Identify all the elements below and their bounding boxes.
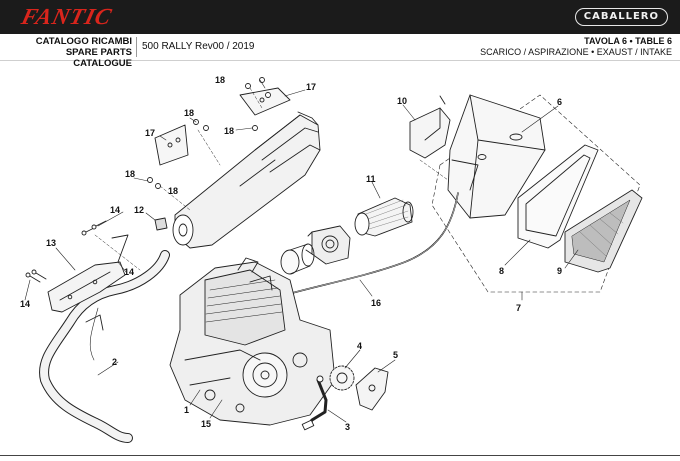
callout-14-top: 14 (110, 205, 120, 215)
header-divider (136, 37, 137, 57)
model-name: 500 RALLY Rev00 / 2019 (142, 41, 255, 52)
intake-rubber (280, 243, 315, 275)
airbox-cover-part-10 (409, 95, 451, 159)
callout-13: 13 (46, 238, 56, 248)
air-filter-element-part-9 (564, 189, 643, 273)
callout-16: 16 (371, 298, 381, 308)
bottom-rule (0, 455, 680, 456)
sprocket-cover-part-5 (355, 367, 389, 411)
intake-boot-part-11 (354, 197, 414, 237)
caballero-badge: CABALLERO (574, 8, 668, 26)
heat-shield-part-13 (47, 234, 129, 313)
throttle-body (305, 225, 351, 265)
callout-18-mid: 18 (184, 108, 194, 118)
airbox-part-6 (447, 94, 546, 219)
screws-part-14 (25, 220, 107, 283)
top-bar: FANTIC CABALLERO (0, 0, 680, 34)
bolts-part-18 (147, 77, 271, 189)
callout-10: 10 (397, 96, 407, 106)
callout-14-mid: 14 (124, 267, 134, 277)
callout-17-top: 17 (306, 82, 316, 92)
callout-5: 5 (393, 350, 398, 360)
callout-15: 15 (201, 419, 211, 429)
callout-4: 4 (357, 341, 362, 351)
sprocket-part-4 (329, 365, 355, 391)
callout-18-center: 18 (224, 126, 234, 136)
airbox-group-outline (431, 94, 641, 293)
callout-18-left-b: 18 (168, 186, 178, 196)
catalog-title: CATALOGO RICAMBI SPARE PARTS CATALOGUE (6, 36, 132, 69)
callout-11: 11 (366, 174, 376, 184)
silencer-bracket-left (154, 124, 189, 166)
header-pipe-part-2 (39, 250, 170, 443)
callout-2: 2 (112, 357, 117, 367)
table-title: TAVOLA 6 • TABLE 6 (584, 36, 672, 46)
callout-6: 6 (557, 97, 562, 107)
callout-7: 7 (516, 303, 521, 313)
silencer-bracket-top (239, 87, 291, 116)
catalog-title-en: SPARE PARTS CATALOGUE (65, 47, 132, 69)
air-filter-frame-part-8 (517, 144, 599, 249)
callout-17-left: 17 (145, 128, 155, 138)
table-subtitle: SCARICO / ASPIRAZIONE • EXAUST / INTAKE (480, 47, 672, 57)
catalog-title-it: CATALOGO RICAMBI (35, 36, 132, 47)
catalog-header: CATALOGO RICAMBI SPARE PARTS CATALOGUE 5… (0, 34, 680, 69)
callout-18-top: 18 (215, 75, 225, 85)
fantic-logo: FANTIC (19, 4, 115, 29)
callout-18-left-a: 18 (125, 169, 135, 179)
callout-9: 9 (557, 266, 562, 276)
lever-part-3 (301, 375, 328, 431)
exploded-view-diagram: 18 17 18 17 18 18 18 12 14 13 14 14 2 1 … (20, 75, 643, 443)
callout-8: 8 (499, 266, 504, 276)
callout-1: 1 (184, 405, 189, 415)
callout-12: 12 (134, 205, 144, 215)
clamp-part-12 (154, 217, 168, 231)
callout-14-left: 14 (20, 299, 30, 309)
callout-3: 3 (345, 422, 350, 432)
engine-part-1 (169, 257, 336, 426)
silencer-body (172, 111, 321, 249)
table-info: TAVOLA 6 • TABLE 6 SCARICO / ASPIRAZIONE… (480, 36, 672, 58)
